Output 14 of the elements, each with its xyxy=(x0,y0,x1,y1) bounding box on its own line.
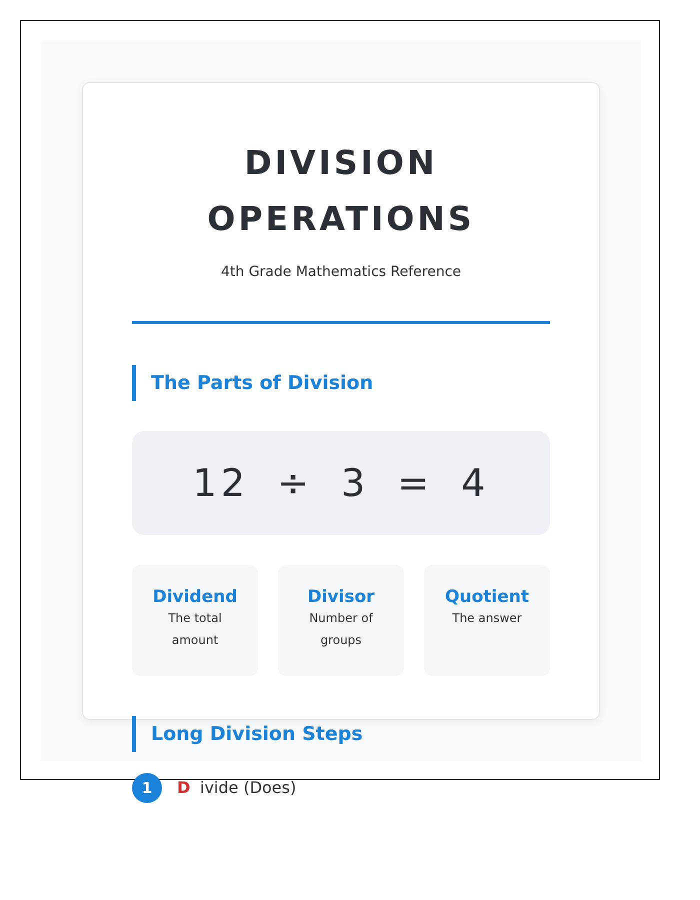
term-name: Quotient xyxy=(444,587,530,607)
term-description: The total amount xyxy=(167,610,223,649)
step-initial: D xyxy=(177,778,190,797)
section-heading: Long Division Steps xyxy=(132,716,363,752)
section-heading: The Parts of Division xyxy=(132,365,374,401)
step-text: ivide (Does) xyxy=(200,778,296,797)
term-description: The answer xyxy=(451,610,523,627)
equation-panel: 12 ÷ 3 = 4 xyxy=(132,431,550,535)
term-description: Number of groups xyxy=(308,610,374,649)
subtitle: 4th Grade Mathematics Reference xyxy=(220,264,462,280)
page-title: DIVISION OPERATIONS xyxy=(206,142,476,240)
step-number-badge: 1 xyxy=(132,773,162,803)
term-name: Divisor xyxy=(306,587,376,607)
term-name: Dividend xyxy=(152,587,238,607)
